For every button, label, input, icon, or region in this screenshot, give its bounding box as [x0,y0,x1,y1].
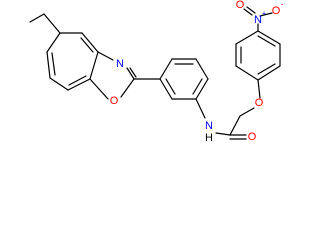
amide-nitrogen-label: N [205,120,213,132]
amide-hydrogen-label: H [205,132,213,144]
bond-lines [29,6,281,140]
nitro-nitrogen-label: N [254,14,262,26]
ether-oxygen-label: O [255,97,264,109]
nitro-plus-charge: + [262,11,266,18]
structure-drawing: N + O O - O N O O N H [29,0,284,144]
oxazole-oxygen-label: O [110,95,119,107]
molecule-diagram: N + O O - O N O O N H [29,0,284,144]
oxazole-nitrogen-label: N [116,58,124,70]
carbonyl-oxygen-label: O [248,131,257,143]
nitro-oxygen-top-label: O [236,0,245,11]
nitro-oxygen-right-label: O [272,5,281,17]
nitro-minus-charge: - [281,2,284,9]
atom-labels: N + O O - O N O O N H [110,0,284,144]
